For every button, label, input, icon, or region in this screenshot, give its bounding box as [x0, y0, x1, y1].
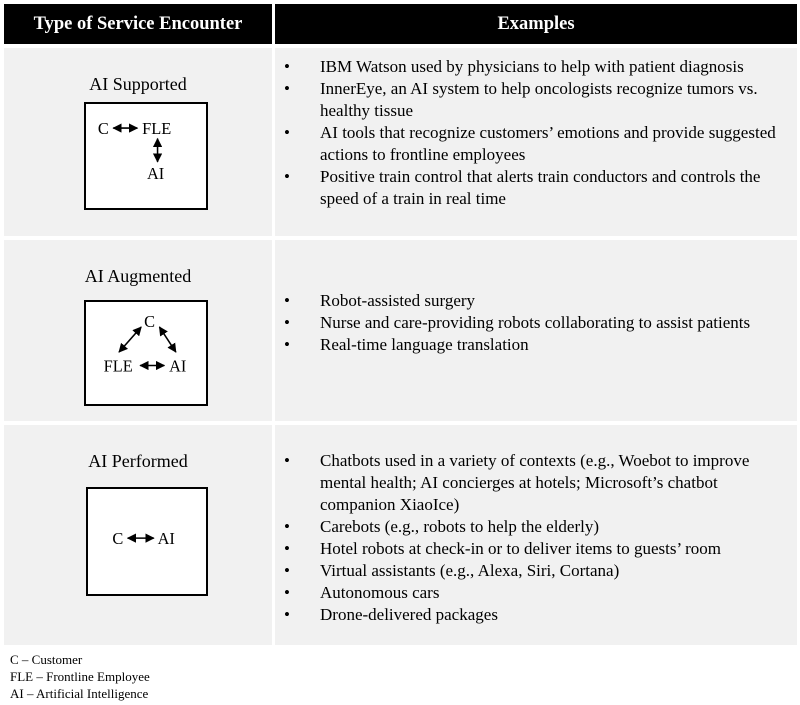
- list-item: •Drone-delivered packages: [284, 605, 498, 624]
- diagram-label-c: C: [98, 119, 109, 138]
- ai-augmented-examples-list: •Robot-assisted surgery •Nurse and care-…: [275, 290, 797, 356]
- double-arrow-c-ai: [158, 326, 177, 353]
- list-item: •Carebots (e.g., robots to help the elde…: [284, 517, 600, 536]
- legend-item-ai: AI – Artificial Intelligence: [10, 686, 149, 701]
- row-ai-performed-examples-cell: •Chatbots used in a variety of contexts …: [275, 425, 797, 645]
- diagram-label-ai: AI: [158, 529, 175, 548]
- list-item: •Robot-assisted surgery: [284, 291, 476, 310]
- list-item: •IBM Watson used by physicians to help w…: [284, 57, 744, 76]
- list-item: •Positive train control that alerts trai…: [284, 167, 761, 208]
- ai-performed-examples-list: •Chatbots used in a variety of contexts …: [275, 450, 797, 626]
- list-item: •Autonomous cars: [284, 583, 440, 602]
- diagram-label-c: C: [112, 529, 123, 548]
- list-item: •Hotel robots at check-in or to deliver …: [284, 539, 721, 558]
- diagram-label-ai: AI: [169, 356, 186, 375]
- diagram-label-fle: FLE: [142, 119, 171, 138]
- header-examples: Examples: [275, 4, 797, 44]
- diagram-label-ai: AI: [147, 164, 164, 183]
- double-arrow-c-fle: [118, 326, 142, 353]
- type-label: AI Supported: [89, 74, 187, 94]
- row-ai-supported-examples-cell: •IBM Watson used by physicians to help w…: [275, 48, 797, 236]
- type-label: AI Augmented: [84, 266, 192, 286]
- abbreviation-legend: C – Customer FLE – Frontline Employee AI…: [10, 651, 150, 702]
- ai-augmented-diagram-svg: C FLE AI: [104, 312, 187, 375]
- row-ai-supported-type-cell: AI Supported C FLE AI: [4, 48, 272, 236]
- ai-augmented-diagram: C FLE AI: [84, 300, 208, 406]
- list-item: •Nurse and care-providing robots collabo…: [284, 313, 751, 332]
- ai-supported-diagram-svg: C FLE AI: [98, 119, 171, 183]
- ai-performed-diagram: C AI: [86, 487, 208, 596]
- ai-supported-diagram: C FLE AI: [84, 102, 208, 210]
- ai-supported-examples-list: •IBM Watson used by physicians to help w…: [275, 56, 797, 210]
- header-type: Type of Service Encounter: [4, 4, 272, 44]
- list-item: •InnerEye, an AI system to help oncologi…: [284, 79, 758, 120]
- list-item: •AI tools that recognize customers’ emot…: [284, 123, 776, 164]
- type-label: AI Performed: [88, 451, 188, 471]
- list-item: •Chatbots used in a variety of contexts …: [284, 451, 750, 514]
- legend-item-fle: FLE – Frontline Employee: [10, 669, 150, 684]
- ai-performed-diagram-svg: C AI: [112, 529, 175, 548]
- legend-item-c: C – Customer: [10, 652, 83, 667]
- diagram-label-fle: FLE: [104, 356, 133, 375]
- row-ai-augmented-examples-cell: •Robot-assisted surgery •Nurse and care-…: [275, 240, 797, 421]
- row-ai-augmented-type-cell: AI Augmented C FLE AI: [4, 240, 272, 421]
- diagram-label-c: C: [144, 312, 155, 331]
- list-item: •Virtual assistants (e.g., Alexa, Siri, …: [284, 561, 620, 580]
- list-item: •Real-time language translation: [284, 335, 529, 354]
- row-ai-performed-type-cell: AI Performed C AI: [4, 425, 272, 645]
